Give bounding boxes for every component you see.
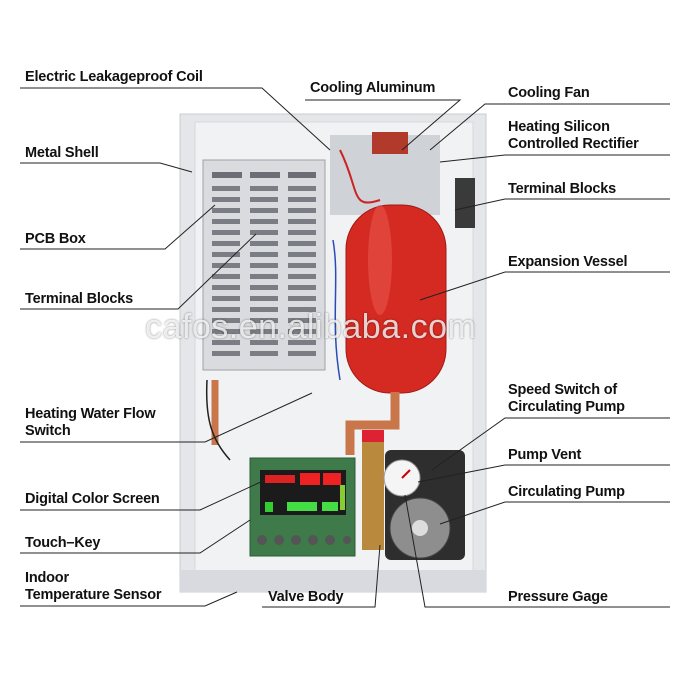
vent-slot <box>288 186 316 191</box>
watermark: cafos.en.alibaba.com <box>145 308 477 346</box>
vent-slot <box>250 230 278 235</box>
vent-slot <box>250 351 278 356</box>
vent-slot <box>250 329 278 334</box>
vent-slot <box>250 186 278 191</box>
leader-lines <box>20 87 670 608</box>
label-terminal-blocks-left: Terminal Blocks <box>25 291 133 307</box>
label-line: Indoor <box>25 570 69 586</box>
label-touch-key: Touch–Key <box>25 535 101 551</box>
label-line: Temperature Sensor <box>25 587 162 603</box>
valve-body <box>362 440 384 550</box>
label-terminal-blocks-right: Terminal Blocks <box>508 181 616 197</box>
vent-slot <box>288 296 316 301</box>
vent-slot <box>250 252 278 257</box>
label-cooling-fan: Cooling Fan <box>508 85 590 101</box>
vent-slot <box>250 285 278 290</box>
vent-slot <box>212 329 240 334</box>
label-line: Controlled Rectifier <box>508 136 639 152</box>
label-expansion-vessel: Expansion Vessel <box>508 254 628 270</box>
label-line: Heating Silicon <box>508 119 610 135</box>
vent-slot <box>288 252 316 257</box>
vent-slot <box>250 197 278 202</box>
vent-slot <box>288 340 316 345</box>
label-pressure-gage: Pressure Gage <box>508 589 608 605</box>
vent-slot <box>288 263 316 268</box>
vent-slot <box>212 285 240 290</box>
label-line: Circulating Pump <box>508 399 625 415</box>
vent-slot <box>212 186 240 191</box>
vent-slot <box>212 208 240 213</box>
vent-slot <box>212 252 240 257</box>
vent-slot <box>212 274 240 279</box>
label-pump-vent: Pump Vent <box>508 447 582 463</box>
vent-slot <box>212 197 240 202</box>
vent-slot <box>288 285 316 290</box>
vent-slot <box>212 263 240 268</box>
vent-slot <box>250 219 278 224</box>
vent-slot <box>212 340 240 345</box>
label-pcb-box: PCB Box <box>25 231 86 247</box>
vent-slot <box>250 263 278 268</box>
label-line: Switch <box>25 423 71 439</box>
pcb-box-vents <box>212 172 316 178</box>
vent-slot <box>250 296 278 301</box>
vent-slot <box>250 340 278 345</box>
vent-slot <box>212 318 240 323</box>
vent-slot <box>212 307 240 312</box>
vent-slot <box>212 230 240 235</box>
vent-slot <box>250 318 278 323</box>
label-electric-leakageproof-coil: Electric Leakageproof Coil <box>25 69 203 85</box>
cooling-aluminum <box>372 132 408 154</box>
vent-slot <box>288 329 316 334</box>
vent-slot <box>288 230 316 235</box>
vent-slot <box>288 351 316 356</box>
vent-slot <box>212 219 240 224</box>
vent-slot <box>288 307 316 312</box>
vent-slot <box>288 197 316 202</box>
label-metal-shell: Metal Shell <box>25 145 99 161</box>
label-valve-body: Valve Body <box>268 589 344 605</box>
vent-slot <box>250 241 278 246</box>
vent-slot <box>288 208 316 213</box>
vent-slot <box>288 219 316 224</box>
vent-slot <box>250 274 278 279</box>
vent-slot <box>212 351 240 356</box>
vent-slot <box>250 307 278 312</box>
label-line: Speed Switch of <box>508 382 617 398</box>
label-line: Heating Water Flow <box>25 406 156 422</box>
vent-slot <box>212 241 240 246</box>
expansion-vessel <box>345 204 447 394</box>
vent-slot <box>288 241 316 246</box>
vent-slot <box>212 296 240 301</box>
label-circulating-pump: Circulating Pump <box>508 484 625 500</box>
label-digital-color-screen: Digital Color Screen <box>25 491 160 507</box>
vent-slot <box>288 318 316 323</box>
vent-slot <box>250 208 278 213</box>
vent-slot <box>288 274 316 279</box>
touch-keys <box>257 535 351 545</box>
label-cooling-aluminum: Cooling Aluminum <box>310 80 436 96</box>
